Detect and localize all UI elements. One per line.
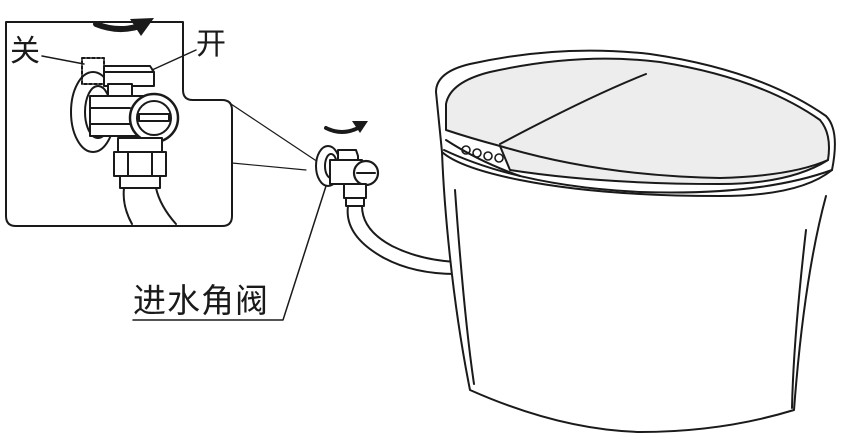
valve-callout-line xyxy=(132,185,327,321)
inset-frame xyxy=(5,21,233,227)
toilet-body-edge xyxy=(454,189,475,385)
toilet-lid xyxy=(445,57,830,185)
water-hose xyxy=(155,187,177,225)
open-callout-line xyxy=(151,49,197,71)
toilet-body xyxy=(441,151,827,433)
water-hose xyxy=(361,205,457,263)
water-hose xyxy=(122,187,133,225)
close-callout-line xyxy=(41,55,85,65)
valve-cap-slot xyxy=(138,113,170,122)
inset-leader-line xyxy=(230,103,319,163)
band-line xyxy=(443,149,833,194)
curved-arrow-icon xyxy=(324,121,368,134)
control-button xyxy=(483,151,493,161)
smart-toilet xyxy=(435,49,836,433)
inset-leader-line xyxy=(231,162,307,171)
valve-handle xyxy=(337,149,359,161)
toilet-body-edge xyxy=(791,229,807,409)
lid-seam xyxy=(499,73,647,145)
water-hose xyxy=(346,205,457,275)
hose-ferrule xyxy=(119,175,161,189)
hose-ferrule xyxy=(345,197,365,207)
valve-cap-inner xyxy=(136,100,172,136)
angle-valve xyxy=(315,121,380,207)
inlet-angle-valve-label: 进水角阀 xyxy=(133,281,269,320)
valve-detail-inset xyxy=(5,18,319,227)
control-button xyxy=(461,145,471,155)
curved-arrow-icon xyxy=(93,18,154,36)
open-label: 开 xyxy=(196,27,226,62)
hose-nut xyxy=(117,137,163,153)
hose-nut xyxy=(113,151,167,177)
hose-nut xyxy=(343,183,367,199)
close-label: 关 xyxy=(10,34,40,69)
control-button xyxy=(494,153,504,163)
control-button xyxy=(472,148,482,158)
lid-front-edge xyxy=(499,145,829,179)
